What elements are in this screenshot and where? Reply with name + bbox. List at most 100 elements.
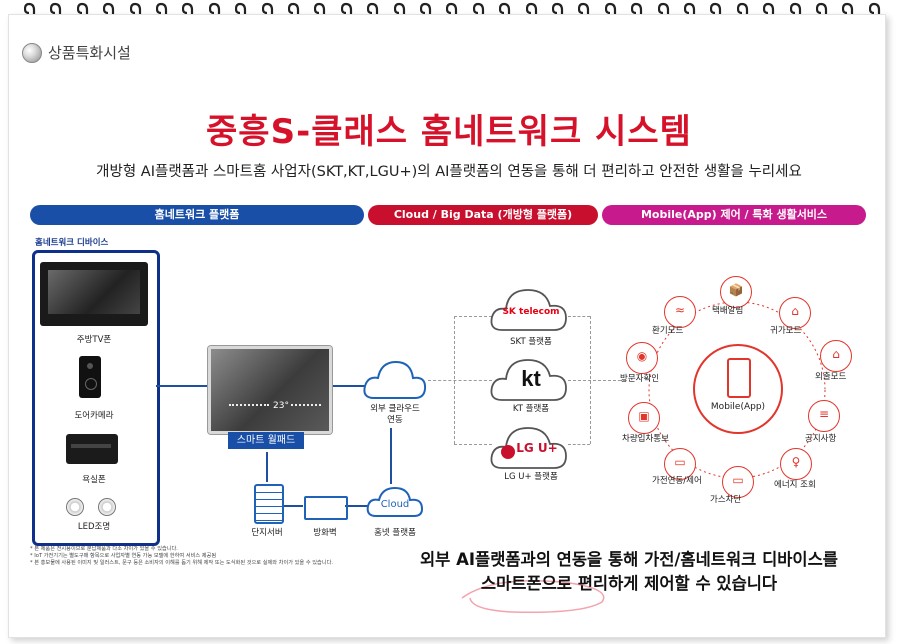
carrier-label: SKT 플랫폼 bbox=[510, 337, 552, 347]
bottom-line-1: 외부 AI플랫폼과의 연동을 통해 가전/홈네트워크 디바이스를 bbox=[420, 550, 838, 569]
carrier-label: KT 플랫폼 bbox=[512, 404, 550, 414]
binding-ring bbox=[103, 2, 117, 26]
binding-ring bbox=[446, 2, 460, 26]
cloud-bar: Cloud / Big Data (개방형 플랫폼) bbox=[368, 205, 598, 225]
device-label: 주방TV폰 bbox=[76, 335, 112, 345]
service-label: 외출모드 bbox=[815, 372, 847, 382]
service-label: 에너지 조회 bbox=[774, 480, 816, 490]
service-icon: 📦 bbox=[720, 276, 752, 308]
devices-panel bbox=[32, 250, 160, 546]
binding-ring bbox=[683, 2, 698, 26]
firewall-icon bbox=[304, 496, 348, 520]
devices-title: 홈네트워크 디바이스 bbox=[35, 238, 109, 248]
binding-ring bbox=[314, 2, 328, 26]
footnote: * IoT 가전기기는 별도구매 항목으로 사업자별 연동 가능 모델에 한하여… bbox=[30, 553, 217, 559]
binding-ring bbox=[736, 2, 751, 26]
skt-logo: SK telecom bbox=[502, 307, 560, 317]
binding-ring bbox=[235, 2, 249, 26]
bullet-icon bbox=[22, 42, 42, 63]
dashed-line bbox=[454, 316, 492, 317]
binding-ring bbox=[419, 2, 434, 26]
lgu-logo: LG U+ bbox=[516, 441, 558, 455]
service-icon: ▭ bbox=[664, 448, 696, 480]
dashed-line bbox=[428, 380, 492, 381]
binding-ring bbox=[393, 2, 408, 26]
connector-line bbox=[281, 505, 303, 507]
service-icon: ◉ bbox=[626, 342, 658, 374]
led-light-icon bbox=[98, 498, 116, 516]
device-label: 욕실폰 bbox=[82, 475, 106, 485]
binding-ring bbox=[789, 2, 804, 26]
service-icon: ⌂ bbox=[820, 340, 852, 372]
device-label: LED조명 bbox=[77, 522, 111, 532]
binding-ring bbox=[604, 2, 619, 26]
service-icon: ▭ bbox=[722, 466, 754, 498]
device-label: 도어카메라 bbox=[74, 411, 114, 421]
wallpad-temp: 23° bbox=[273, 401, 289, 411]
bottom-line-2: 스마트폰으로 편리하게 제어할 수 있습니다 bbox=[480, 574, 778, 593]
home-cloud-icon bbox=[366, 486, 424, 517]
service-label: 가전연동/제어 bbox=[652, 476, 702, 486]
binding-ring bbox=[631, 2, 645, 26]
binding-ring bbox=[472, 2, 487, 26]
dashed-line bbox=[454, 444, 492, 445]
binding-ring bbox=[367, 2, 381, 26]
binding-ring bbox=[261, 2, 276, 26]
service-label: 가스차단 bbox=[710, 495, 742, 505]
binding-ring bbox=[842, 2, 856, 26]
binding-ring bbox=[208, 2, 223, 26]
footnotes: * 본 제품은 전시용이므로 분납제품과 다소 차이가 있을 수 있습니다. *… bbox=[30, 546, 333, 567]
wallpad-label: 스마트 월패드 bbox=[228, 432, 304, 449]
mobile-app-label: Mobile(App) bbox=[710, 402, 766, 412]
mobile-app-circle: Mobile(App) bbox=[693, 344, 783, 434]
skt-cloud bbox=[490, 289, 567, 331]
binding-ring bbox=[499, 2, 513, 26]
kt-logo: kt bbox=[521, 366, 541, 391]
highlight-swirl bbox=[461, 579, 605, 614]
cloud-icon-text: Cloud bbox=[380, 499, 410, 510]
connector-line bbox=[156, 385, 208, 387]
wallpad-image: 23° bbox=[208, 346, 332, 434]
door-camera-image bbox=[79, 356, 101, 398]
binding-rings bbox=[10, 2, 888, 30]
section-header: 상품특화시설 bbox=[22, 42, 131, 63]
service-ring bbox=[648, 301, 826, 479]
service-icon: ≡ bbox=[808, 400, 840, 432]
service-label: 차량입차통보 bbox=[622, 434, 669, 444]
home-cloud-label: 홈넷 플랫폼 bbox=[374, 528, 416, 538]
bath-phone-image bbox=[66, 434, 118, 464]
binding-ring bbox=[763, 2, 777, 26]
binding-ring bbox=[287, 2, 302, 26]
service-icon: ⌂ bbox=[779, 297, 811, 329]
section-label: 상품특화시설 bbox=[48, 44, 131, 62]
binding-ring bbox=[868, 2, 883, 26]
connector-line bbox=[345, 505, 369, 507]
firewall-label: 방화벽 bbox=[313, 528, 337, 538]
kt-cloud bbox=[490, 359, 567, 401]
footnote: * 본 홍보물에 사용된 이미지 및 일러스트, 문구 등은 소비자의 이해를 … bbox=[30, 560, 334, 566]
service-icon: ≈ bbox=[664, 296, 696, 328]
dashed-line bbox=[568, 380, 626, 381]
lgu-cloud bbox=[490, 427, 567, 469]
connector-line bbox=[266, 452, 268, 482]
binding-ring bbox=[551, 2, 566, 26]
external-cloud-icon bbox=[363, 360, 427, 399]
service-icon: ♀ bbox=[780, 448, 812, 480]
service-icon: ▣ bbox=[628, 402, 660, 434]
service-label: 방문자확인 bbox=[620, 374, 660, 384]
main-title: 중흥S-클래스 홈네트워크 시스템 bbox=[206, 112, 692, 152]
binding-ring bbox=[76, 2, 91, 26]
binding-ring bbox=[815, 2, 830, 26]
binding-ring bbox=[578, 2, 592, 26]
kitchen-tv-image bbox=[40, 262, 148, 326]
connector-line bbox=[390, 428, 392, 484]
footnote: * 본 제품은 전시용이므로 분납제품과 다소 차이가 있을 수 있습니다. bbox=[30, 546, 178, 552]
server-icon bbox=[254, 484, 284, 524]
home-network-bar: 홈네트워크 플랫폼 bbox=[30, 205, 364, 225]
binding-ring bbox=[129, 2, 144, 26]
binding-ring bbox=[710, 2, 724, 26]
binding-ring bbox=[182, 2, 196, 26]
connector-line bbox=[326, 385, 366, 387]
service-label: 택배알림 bbox=[712, 306, 744, 316]
external-cloud-label: 외부 클라우드 연동 bbox=[370, 404, 420, 425]
